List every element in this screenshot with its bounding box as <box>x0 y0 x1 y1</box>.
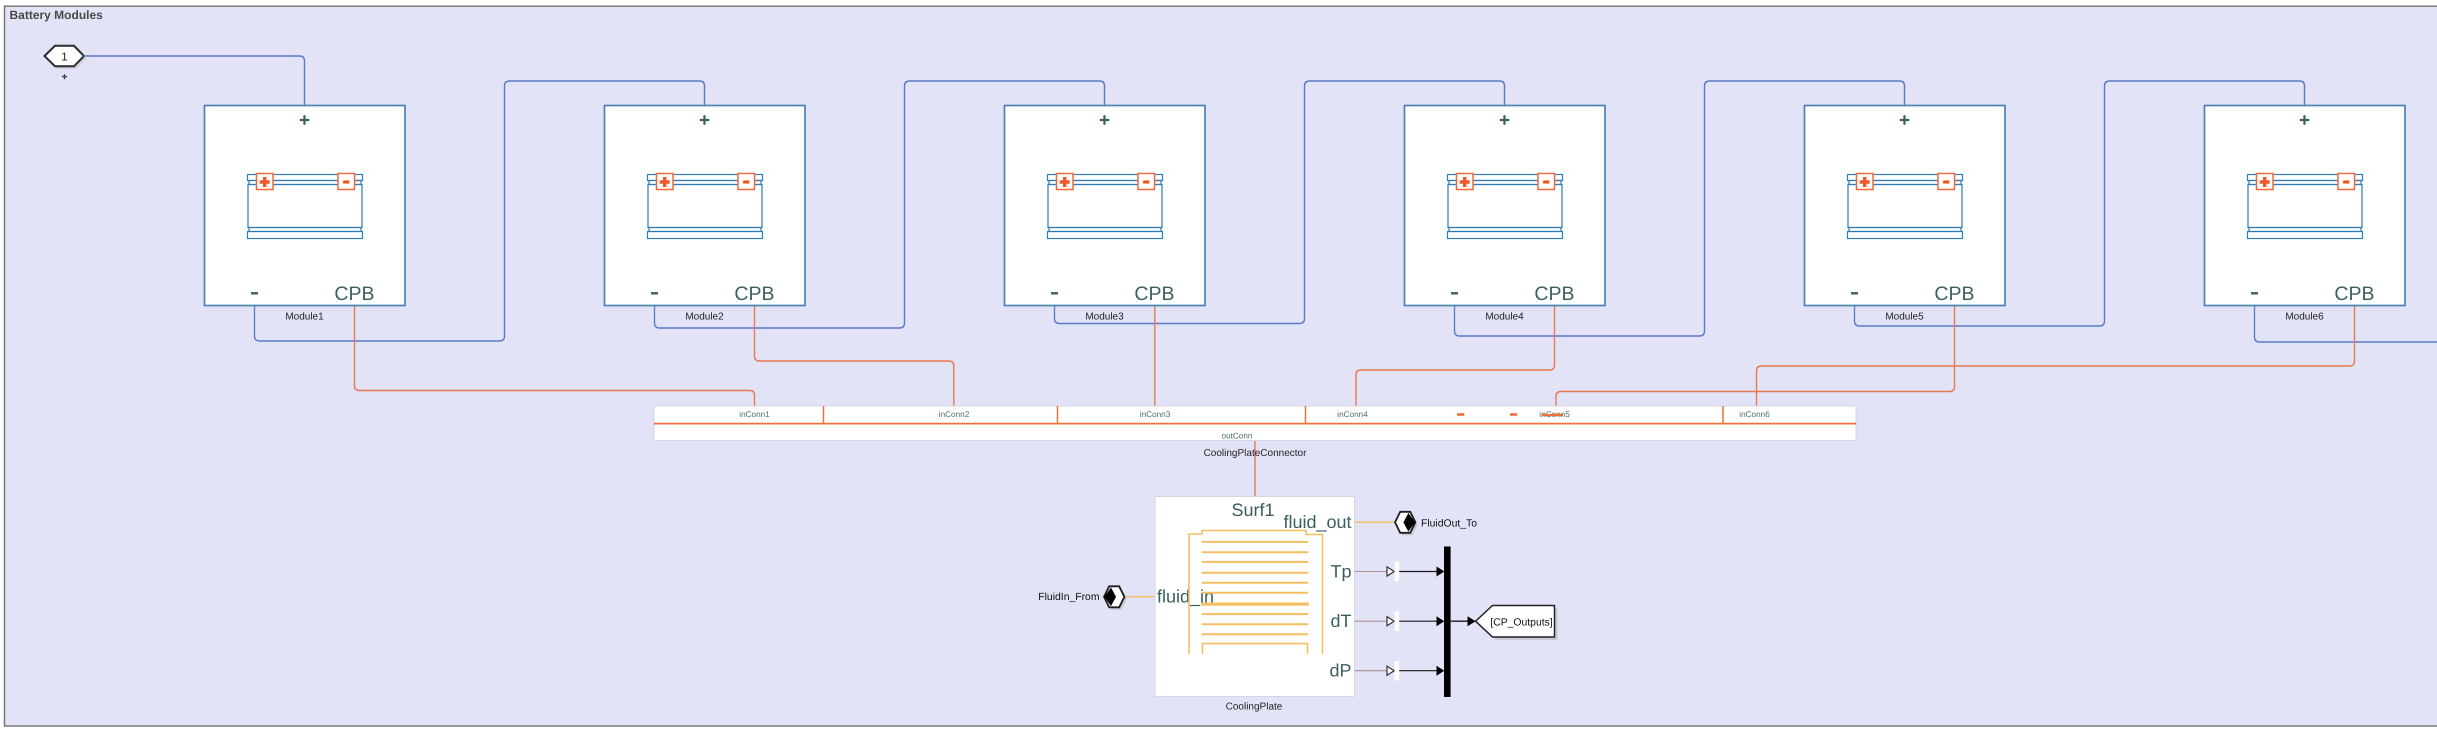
svg-text:[CP_Outputs]: [CP_Outputs] <box>1490 618 1552 629</box>
svg-text:inConn4: inConn4 <box>1337 410 1368 419</box>
svg-text:dT: dT <box>1330 611 1351 631</box>
svg-text:fluid_in: fluid_in <box>1157 586 1214 606</box>
svg-text:fluid_out: fluid_out <box>1283 512 1351 532</box>
svg-text:CoolingPlateConnector: CoolingPlateConnector <box>1204 448 1308 459</box>
svg-text:Battery Modules: Battery Modules <box>10 8 104 22</box>
svg-text:Surf1: Surf1 <box>1231 500 1274 520</box>
svg-text:inConn2: inConn2 <box>939 410 970 419</box>
svg-text:CoolingPlate: CoolingPlate <box>1226 701 1283 712</box>
svg-text:outConn: outConn <box>1222 431 1253 440</box>
svg-text:Module2: Module2 <box>685 311 724 322</box>
svg-text:FluidOut_To: FluidOut_To <box>1421 518 1477 529</box>
svg-text:dP: dP <box>1329 661 1351 681</box>
svg-text:Module6: Module6 <box>2285 311 2324 322</box>
svg-text:Module1: Module1 <box>285 311 324 322</box>
svg-text:Tp: Tp <box>1330 561 1351 581</box>
svg-text:inConn6: inConn6 <box>1739 410 1770 419</box>
svg-text:inConn1: inConn1 <box>739 410 770 419</box>
svg-text:Module5: Module5 <box>1885 311 1924 322</box>
svg-text:inConn3: inConn3 <box>1140 410 1171 419</box>
svg-text:Module4: Module4 <box>1485 311 1524 322</box>
svg-text:1: 1 <box>61 52 67 64</box>
svg-text:Module3: Module3 <box>1085 311 1124 322</box>
svg-text:FluidIn_From: FluidIn_From <box>1038 592 1099 603</box>
